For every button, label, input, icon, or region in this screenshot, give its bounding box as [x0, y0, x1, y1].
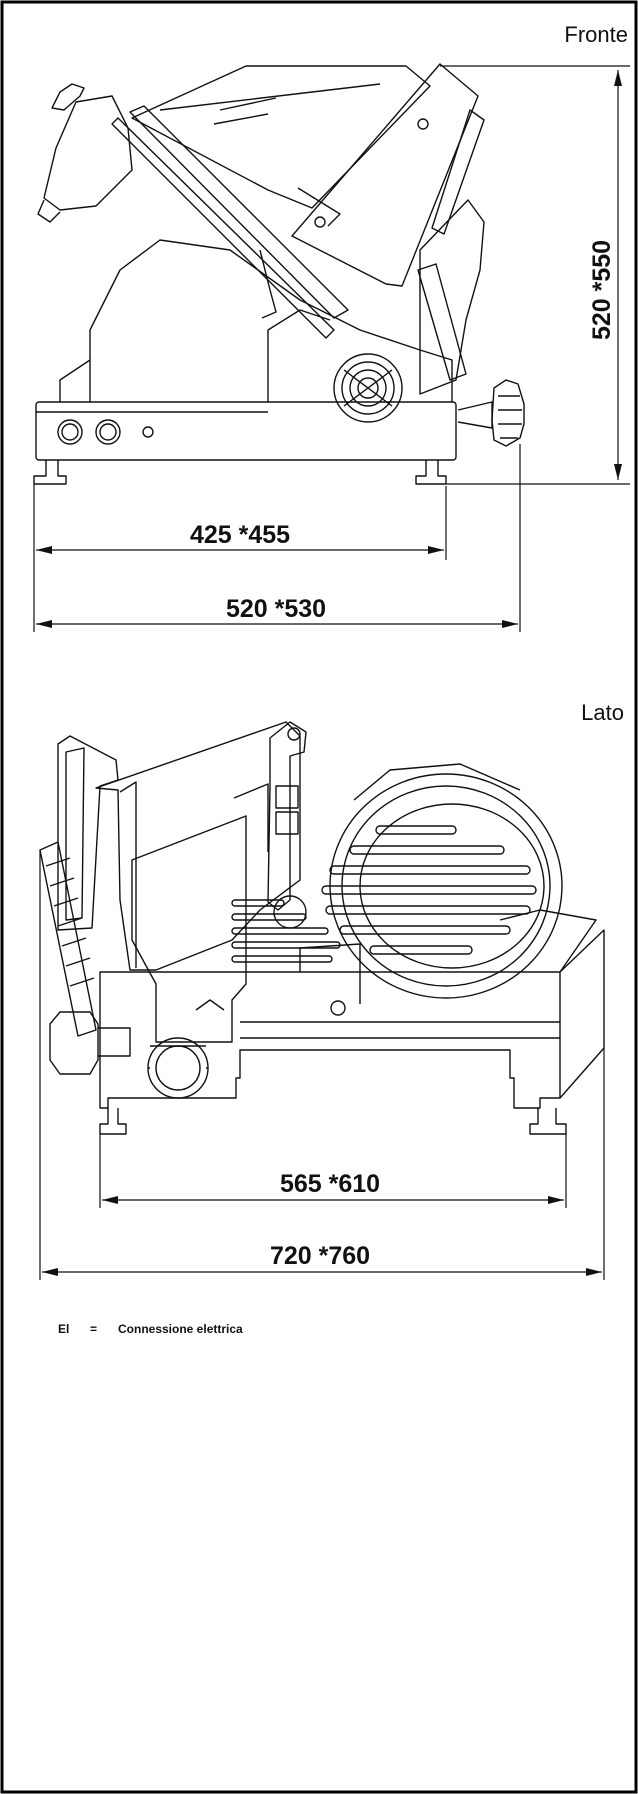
side-carriage	[131, 815, 247, 1043]
inclined-plate	[419, 199, 485, 395]
carriage-arm	[291, 63, 479, 287]
front-base-housing	[35, 401, 457, 461]
legend-abbr: El	[58, 1322, 69, 1336]
legend-text: Connessione elettrica	[118, 1322, 243, 1336]
side-spring-arm	[267, 721, 307, 911]
front-dimensions	[33, 65, 630, 632]
side-dimensions	[39, 850, 605, 1280]
side-view: Lato	[39, 700, 624, 1135]
front-right-foot	[415, 460, 447, 485]
side-slider-fins	[231, 899, 341, 963]
food-pusher	[129, 105, 349, 319]
side-overall-dim-label: 720 *760	[270, 1242, 370, 1270]
blade-guard	[131, 65, 431, 209]
front-base-dim-label: 425 *455	[190, 521, 290, 549]
side-meat-holder	[57, 735, 119, 931]
side-right-foot	[529, 1108, 567, 1135]
front-left-foot	[33, 460, 67, 485]
carriage-knob-icon	[147, 1037, 209, 1099]
thickness-knob-icon	[333, 353, 403, 423]
side-handle-knob-icon	[49, 1011, 99, 1075]
gauge-knob-icon	[491, 379, 525, 447]
control-knob-1-icon	[57, 419, 83, 445]
side-base-dim-label: 565 *610	[280, 1170, 380, 1198]
blade-vent-slots	[321, 825, 537, 955]
front-height-dim-label: 520 *550	[588, 240, 616, 340]
front-overall-dim-label: 520 *530	[226, 595, 326, 623]
side-left-foot	[99, 1108, 127, 1135]
pusher-knob-icon	[51, 83, 85, 111]
control-knob-2-icon	[95, 419, 121, 445]
side-body	[559, 929, 605, 1099]
side-base	[99, 971, 561, 1109]
legend-equals: =	[90, 1322, 97, 1336]
side-inclined-plate	[95, 721, 301, 971]
front-view-title: Fronte	[564, 22, 628, 47]
side-comb-guard	[39, 841, 97, 1037]
indicator-light-icon	[142, 426, 154, 438]
front-column	[89, 239, 453, 402]
legend: El = Connessione elettrica	[58, 1322, 243, 1336]
side-view-title: Lato	[581, 700, 624, 725]
front-view: Fronte	[33, 22, 628, 485]
